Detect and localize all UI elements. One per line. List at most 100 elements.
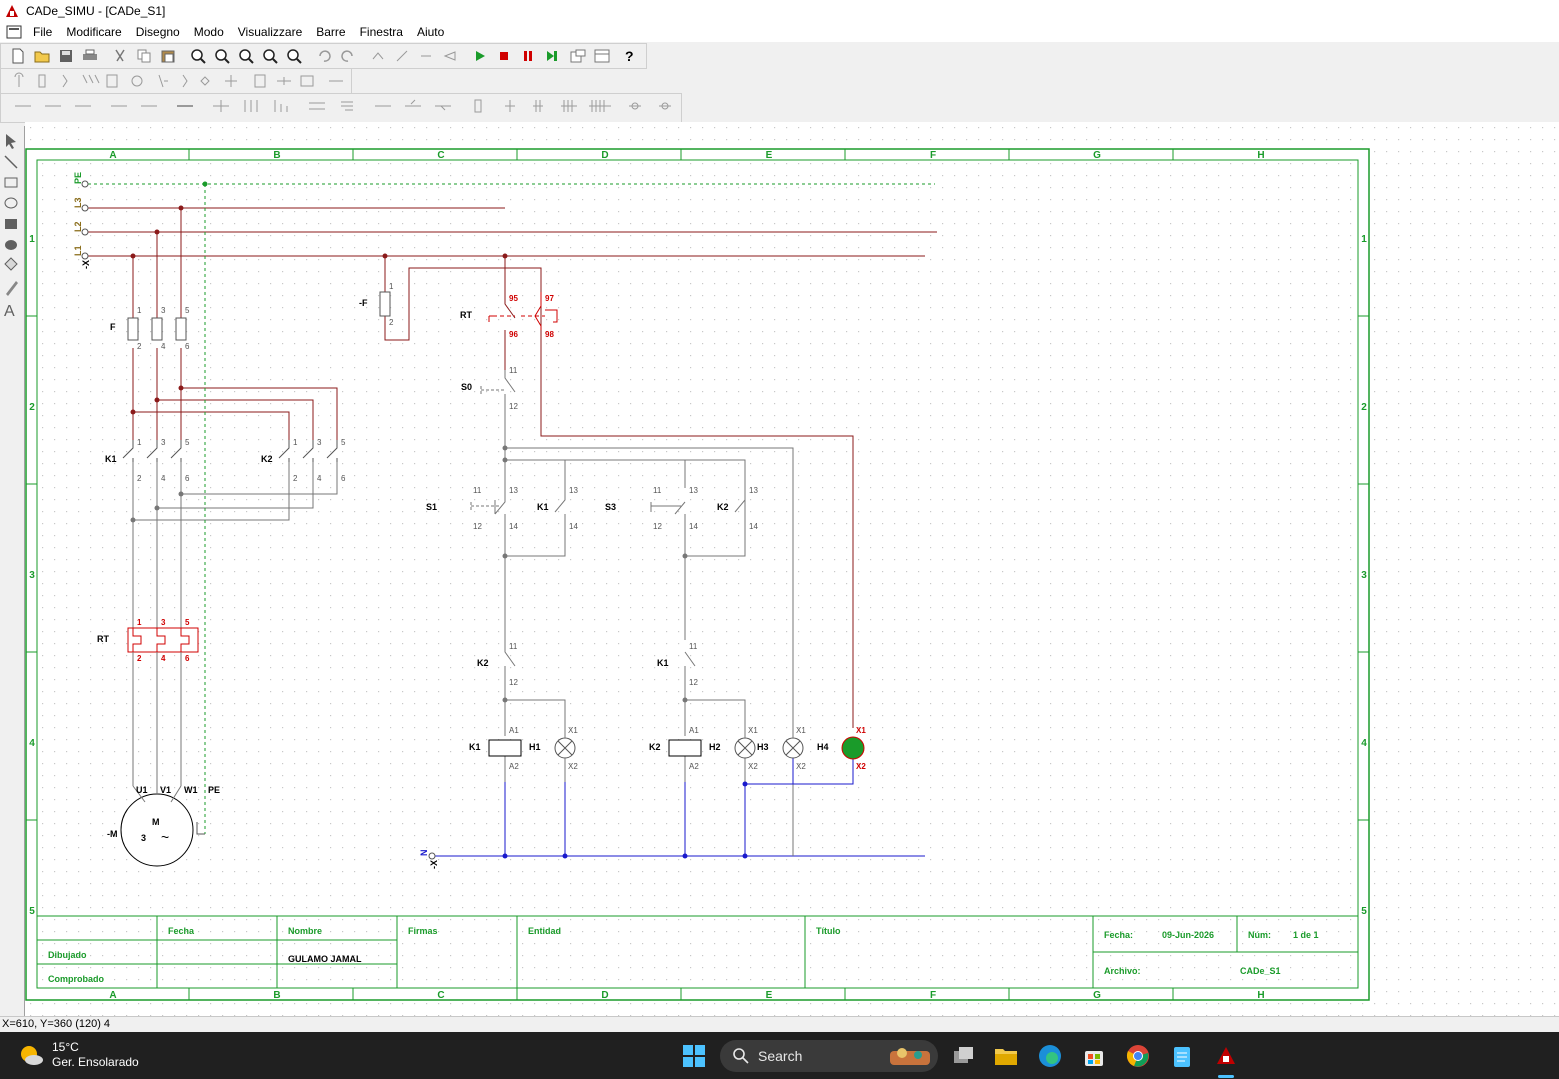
s0-term-11: 11 xyxy=(509,366,518,375)
mirror-icon[interactable] xyxy=(393,47,411,65)
run-simulation-icon[interactable] xyxy=(471,47,489,65)
menu-aiuto[interactable]: Aiuto xyxy=(416,25,445,39)
save-icon[interactable] xyxy=(57,47,75,65)
window-view-icon[interactable] xyxy=(593,47,611,65)
search-highlight-icon xyxy=(890,1048,930,1065)
title-block xyxy=(37,915,1358,988)
menu-modo[interactable]: Modo xyxy=(193,25,224,39)
file-explorer-icon[interactable] xyxy=(990,1040,1022,1072)
weather-widget[interactable]: 15°C Ger. Ensolarado xyxy=(18,1040,139,1070)
menu-file[interactable]: File xyxy=(33,25,53,39)
redo-icon[interactable] xyxy=(339,47,357,65)
s0-term-12: 12 xyxy=(509,402,518,411)
s3-term-12: 12 xyxy=(653,522,662,531)
supply-buses xyxy=(81,180,937,860)
flip-icon[interactable] xyxy=(441,47,459,65)
component-view-icon[interactable] xyxy=(569,47,587,65)
rotate-icon[interactable] xyxy=(369,47,387,65)
rectangle-tool-icon[interactable] xyxy=(4,177,18,188)
k2-coil-a2: A2 xyxy=(689,762,699,771)
filled-rectangle-icon[interactable] xyxy=(5,219,17,229)
edge-browser-icon[interactable] xyxy=(1034,1040,1066,1072)
col-label-g-bottom: G xyxy=(1093,990,1101,1001)
paste-icon[interactable] xyxy=(159,47,177,65)
active-app-indicator xyxy=(1218,1075,1234,1078)
row-label-2-right: 2 xyxy=(1361,402,1367,413)
pen-tool-icon[interactable] xyxy=(6,281,18,296)
motor-tag-label: -M xyxy=(107,829,118,839)
zoom-pan-icon[interactable] xyxy=(285,47,303,65)
menu-modificare[interactable]: Modificare xyxy=(66,25,122,39)
k1-interlock-term-11: 11 xyxy=(689,642,698,651)
power-k1-label: K1 xyxy=(105,454,117,464)
motor-m-label: M xyxy=(152,817,160,827)
k2-aux-term-14: 14 xyxy=(749,522,758,531)
store-icon[interactable] xyxy=(1078,1040,1110,1072)
notepad-icon[interactable] xyxy=(1166,1040,1198,1072)
ellipse-tool-icon[interactable] xyxy=(4,197,18,209)
k1-term-1: 1 xyxy=(137,438,142,447)
menu-barre[interactable]: Barre xyxy=(316,25,346,39)
h3-label: H3 xyxy=(757,742,769,752)
tb-comprobado-label: Comprobado xyxy=(48,974,104,984)
open-folder-icon[interactable] xyxy=(33,47,51,65)
filled-ellipse-icon[interactable] xyxy=(5,240,17,250)
power-k2-label: K2 xyxy=(261,454,273,464)
k1-coil-a2: A2 xyxy=(509,762,519,771)
print-icon[interactable] xyxy=(81,47,99,65)
k1-coil-label: K1 xyxy=(469,742,481,752)
windows-start-icon[interactable] xyxy=(678,1040,710,1072)
k2-coil-label: K2 xyxy=(649,742,661,752)
menu-disegno[interactable]: Disegno xyxy=(135,25,180,39)
drawing-canvas[interactable]: A B C D E F G H A B C D E F G H 1 2 3 4 … xyxy=(25,122,1559,1016)
search-label: Search xyxy=(758,1048,803,1064)
zoom-out-icon[interactable] xyxy=(213,47,231,65)
element-icons[interactable] xyxy=(1,94,681,122)
h4-x2: X2 xyxy=(856,762,866,771)
align-icon[interactable] xyxy=(417,47,435,65)
cut-icon[interactable] xyxy=(111,47,129,65)
undo-icon[interactable] xyxy=(315,47,333,65)
copy-icon[interactable] xyxy=(135,47,153,65)
chrome-icon[interactable] xyxy=(1122,1040,1154,1072)
new-file-icon[interactable] xyxy=(9,47,27,65)
menu-visualizzare[interactable]: Visualizzare xyxy=(237,25,303,39)
k2-term-1: 1 xyxy=(293,438,298,447)
h2-x2: X2 xyxy=(748,762,758,771)
component-category-icons[interactable] xyxy=(1,69,351,93)
schematic-svg[interactable]: A B C D E F G H A B C D E F G H 1 2 3 4 … xyxy=(25,122,1559,1016)
fill-bucket-icon[interactable] xyxy=(4,257,18,271)
col-label-g-top: G xyxy=(1093,150,1101,161)
stop-simulation-icon[interactable] xyxy=(495,47,513,65)
zoom-all-icon[interactable] xyxy=(261,47,279,65)
step-simulation-icon[interactable] xyxy=(543,47,561,65)
h4-x1: X1 xyxy=(856,726,866,735)
line-tool-icon[interactable] xyxy=(4,155,18,169)
k1-aux-label: K1 xyxy=(537,502,549,512)
rt-term-5: 5 xyxy=(185,618,190,627)
document-icon[interactable] xyxy=(6,24,22,40)
help-icon[interactable]: ? xyxy=(621,47,639,65)
task-view-icon[interactable] xyxy=(948,1040,980,1072)
power-fuse-label: F xyxy=(110,322,116,332)
taskbar-search[interactable]: Search xyxy=(720,1040,938,1072)
s3-term-11: 11 xyxy=(653,486,662,495)
tb-nombre-header: Nombre xyxy=(288,926,322,936)
zoom-in-icon[interactable] xyxy=(189,47,207,65)
fuse-term-2: 2 xyxy=(137,342,142,351)
row-label-3-right: 3 xyxy=(1361,570,1367,581)
pause-simulation-icon[interactable] xyxy=(519,47,537,65)
s3-term-13: 13 xyxy=(689,486,698,495)
title-bar: CADe_SIMU - [CADe_S1] xyxy=(0,0,1559,22)
zoom-window-icon[interactable] xyxy=(237,47,255,65)
menu-finestra[interactable]: Finestra xyxy=(359,25,403,39)
text-tool-icon[interactable]: A xyxy=(4,303,15,320)
cadesimu-taskbar-icon[interactable] xyxy=(1210,1040,1242,1072)
overload-relay-power xyxy=(127,627,199,653)
col-label-a-top: A xyxy=(109,150,116,161)
select-arrow-icon[interactable] xyxy=(6,134,16,149)
k1-coil-a1: A1 xyxy=(509,726,519,735)
tb-num-value: 1 de 1 xyxy=(1293,930,1319,940)
k1-aux-term-13: 13 xyxy=(569,486,578,495)
rt-term-6: 6 xyxy=(185,654,190,663)
